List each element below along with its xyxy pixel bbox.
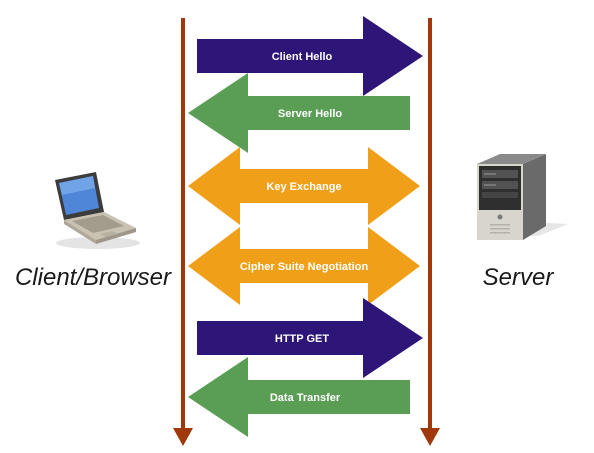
message-arrow-client-hello: Client Hello xyxy=(197,16,423,96)
server-tower-icon xyxy=(477,154,568,240)
arrow-shape-left xyxy=(188,73,410,153)
message-label: Key Exchange xyxy=(266,181,341,193)
arrow-shape-left xyxy=(188,357,410,437)
laptop-icon xyxy=(55,172,140,249)
message-arrow-data-transfer: Data Transfer xyxy=(188,357,410,437)
message-label: Cipher Suite Negotiation xyxy=(240,261,369,273)
message-arrow-server-hello: Server Hello xyxy=(188,73,410,153)
server-label: Server xyxy=(483,264,555,291)
arrow-shape-right xyxy=(197,16,423,96)
arrow-shape-double xyxy=(188,227,420,305)
client-timeline xyxy=(173,18,193,446)
message-label: Client Hello xyxy=(272,51,333,63)
message-arrow-key-exchange: Key Exchange xyxy=(188,147,420,225)
server-timeline xyxy=(420,18,440,446)
message-label: Server Hello xyxy=(278,108,342,120)
message-label: Data Transfer xyxy=(270,392,341,404)
client-label: Client/Browser xyxy=(15,264,172,291)
arrow-shape-right xyxy=(197,298,423,378)
message-label: HTTP GET xyxy=(275,333,329,345)
message-arrow-cipher-suite-negotiation: Cipher Suite Negotiation xyxy=(188,227,420,305)
arrow-shape-double xyxy=(188,147,420,225)
message-arrow-http-get: HTTP GET xyxy=(197,298,423,378)
